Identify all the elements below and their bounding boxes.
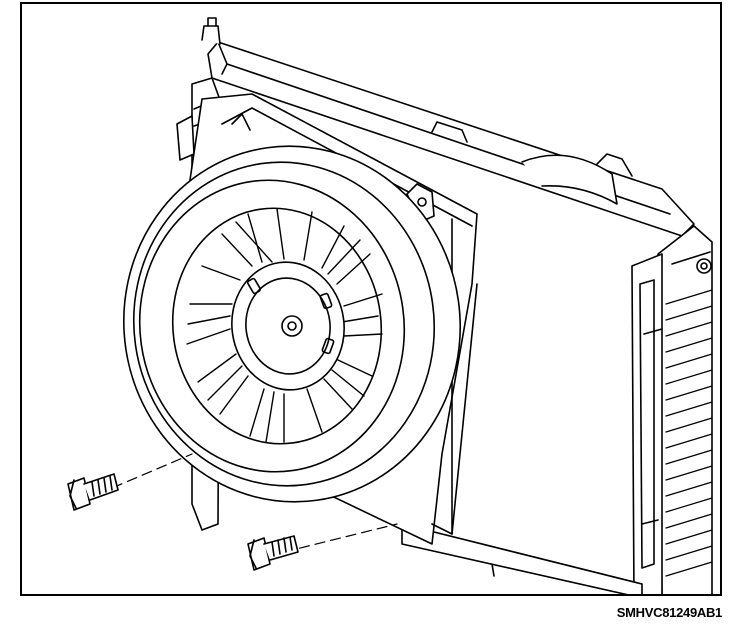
- bolt-left: [67, 453, 193, 511]
- illustration-frame: [20, 2, 722, 596]
- figure-code: SMHVC81249AB1: [616, 605, 723, 620]
- cooling-fan: [138, 179, 406, 473]
- bolt-right: [247, 523, 398, 571]
- fan-assembly-diagram: [67, 17, 713, 594]
